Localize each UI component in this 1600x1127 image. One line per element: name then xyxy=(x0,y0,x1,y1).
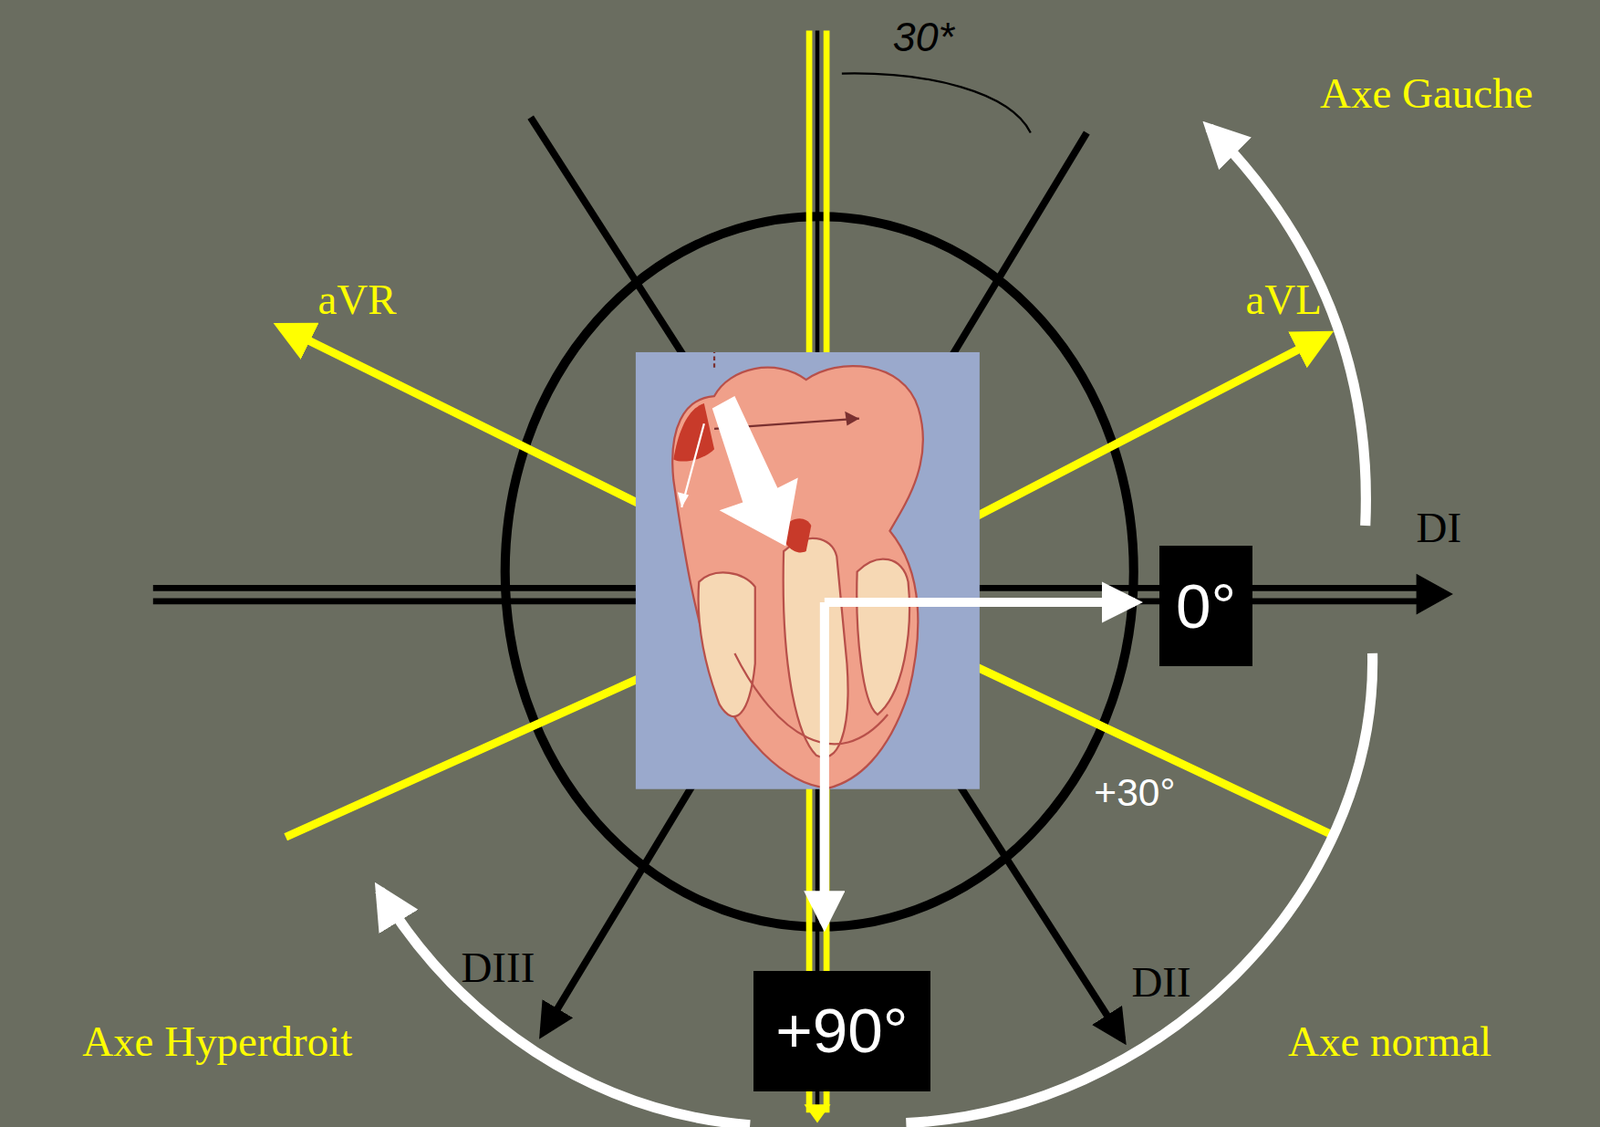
zone-label: Axe normal xyxy=(1288,1019,1492,1063)
range-arc xyxy=(379,889,750,1124)
vector-arrow xyxy=(824,597,1135,607)
angle-arc xyxy=(841,72,1031,133)
lead-label: DII xyxy=(1131,960,1191,1004)
lead-label: DIII xyxy=(460,945,535,989)
vector-arrow xyxy=(820,602,830,924)
arrowhead xyxy=(1416,573,1454,615)
zone-label: Axe Hyperdroit xyxy=(82,1019,353,1063)
arrowhead xyxy=(803,1103,831,1123)
angle-value: 0° xyxy=(1175,574,1237,638)
angle-value: +90° xyxy=(775,998,908,1062)
range-arc xyxy=(1209,127,1367,526)
lead-label: DI xyxy=(1415,506,1462,550)
angle-label: +30° xyxy=(1093,773,1175,813)
zone-label: Axe Gauche xyxy=(1319,72,1533,115)
angle-label: 30* xyxy=(893,16,955,58)
heart-illustration xyxy=(635,352,980,790)
lead-label: aVR xyxy=(317,278,396,322)
lead-label: aVL xyxy=(1245,278,1321,322)
diii-axis xyxy=(542,132,1087,1033)
angle-box: 0° xyxy=(1159,545,1253,666)
angle-box: +90° xyxy=(753,970,932,1091)
